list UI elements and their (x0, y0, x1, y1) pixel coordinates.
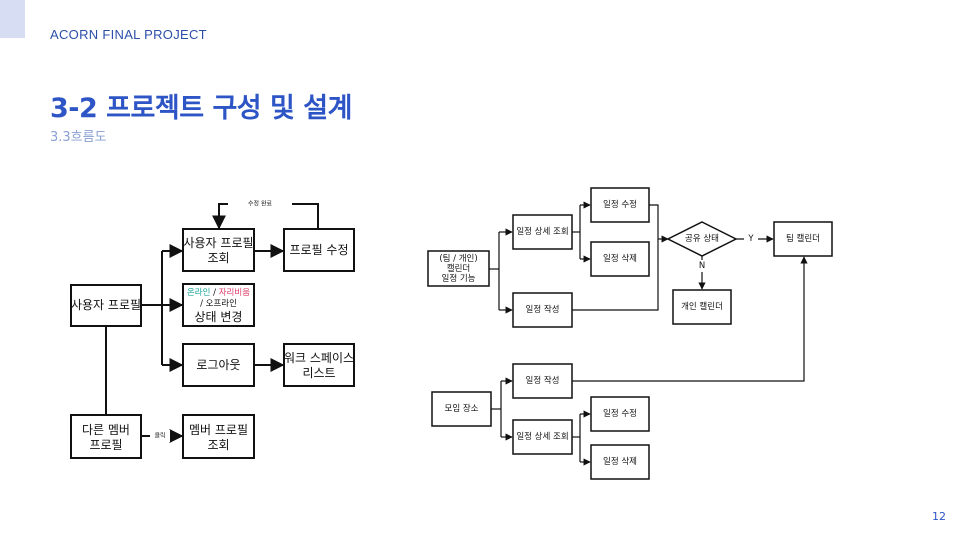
node-schedule-detail-label: 일정 상세 조회 (516, 226, 568, 237)
node-share-state-label: 공유 상태 (685, 233, 719, 244)
node-other-member: 다른 멤버 프로필 (70, 414, 142, 459)
corner-accent (0, 0, 25, 38)
node-meeting-place-label: 모임 장소 (445, 403, 479, 414)
node-profile-edit: 프로필 수정 (283, 228, 355, 272)
node-member-profile-line2: 조회 (207, 438, 229, 452)
node-user-profile: 사용자 프로필 (70, 284, 142, 327)
node-schedule-delete: 일정 삭제 (590, 241, 650, 277)
click-label-bg (150, 430, 170, 442)
node-profile-view-line1: 사용자 프로필 (183, 236, 253, 250)
share-no-label: N (699, 261, 705, 271)
node-status-change: 온라인 / 자리비움 / 오프라인 상태 변경 (182, 283, 255, 327)
node-calendar-feature: (팀 / 개인) 캘린더 일정 기능 (427, 250, 490, 287)
node-calendar-feature-line3: 일정 기능 (442, 273, 476, 284)
node-profile-edit-label: 프로필 수정 (289, 243, 348, 257)
page-subtitle: 3.3흐름도 (50, 130, 107, 145)
node-place-delete: 일정 삭제 (590, 444, 650, 480)
node-other-member-line1: 다른 멤버 (82, 423, 130, 437)
node-schedule-create-label: 일정 작성 (526, 304, 560, 315)
status-separator: / (210, 288, 218, 298)
node-schedule-create: 일정 작성 (512, 292, 573, 328)
node-logout: 로그아웃 (182, 343, 255, 387)
node-member-profile-line1: 멤버 프로필 (189, 423, 248, 437)
node-profile-view: 사용자 프로필 조회 (182, 228, 255, 272)
yes-label-bg (744, 233, 758, 245)
page-title: 3-2 프로젝트 구성 및 설계 (50, 93, 352, 124)
node-team-calendar-label: 팀 캘린더 (786, 233, 820, 244)
node-schedule-edit: 일정 수정 (590, 187, 650, 223)
node-place-create-label: 일정 작성 (526, 375, 560, 386)
edge-edit-to-merge (572, 204, 659, 311)
node-workspace-list: 워크 스페이스 리스트 (283, 343, 355, 387)
header-label: ACORN FINAL PROJECT (50, 27, 207, 42)
node-team-calendar: 팀 캘린더 (773, 221, 833, 257)
right-flow-edges (489, 201, 808, 466)
node-profile-view-line2: 조회 (207, 251, 229, 265)
status-offline: / 오프라인 (200, 298, 237, 309)
left-flow-edges (105, 203, 319, 443)
edit-done-label: 수정 완료 (248, 200, 272, 208)
node-place-create: 일정 작성 (512, 363, 573, 399)
edge-place-create-to-team (572, 256, 808, 382)
status-options-line1: 온라인 / 자리비움 (187, 287, 250, 298)
no-label-bg (696, 260, 708, 272)
node-calendar-feature-line2: 캘린더 (447, 263, 470, 274)
node-workspace-list-line2: 리스트 (302, 366, 335, 380)
node-user-profile-label: 사용자 프로필 (71, 298, 141, 312)
edit-done-label-bg (228, 198, 292, 210)
node-status-change-label: 상태 변경 (195, 310, 243, 324)
node-place-detail-label: 일정 상세 조회 (516, 431, 568, 442)
node-member-profile: 멤버 프로필 조회 (182, 414, 255, 459)
node-share-state: 공유 상태 (666, 221, 738, 257)
node-place-detail: 일정 상세 조회 (512, 419, 573, 455)
node-place-delete-label: 일정 삭제 (603, 456, 637, 467)
page-number: 12 (932, 510, 946, 523)
node-place-edit: 일정 수정 (590, 396, 650, 432)
status-away: 자리비움 (219, 288, 250, 298)
node-other-member-line2: 프로필 (89, 438, 122, 452)
node-personal-calendar-label: 개인 캘린더 (681, 301, 723, 312)
node-place-edit-label: 일정 수정 (603, 408, 637, 419)
node-meeting-place: 모임 장소 (431, 391, 492, 427)
node-schedule-detail: 일정 상세 조회 (512, 214, 573, 250)
click-label: 클릭 (154, 432, 165, 440)
node-schedule-edit-label: 일정 수정 (603, 199, 637, 210)
node-calendar-feature-line1: (팀 / 개인) (439, 253, 477, 264)
node-schedule-delete-label: 일정 삭제 (603, 253, 637, 264)
node-logout-label: 로그아웃 (196, 358, 240, 372)
share-yes-label: Y (747, 234, 754, 244)
node-personal-calendar: 개인 캘린더 (672, 289, 732, 325)
node-workspace-list-line1: 워크 스페이스 (284, 351, 354, 365)
status-online: 온라인 (187, 287, 210, 298)
